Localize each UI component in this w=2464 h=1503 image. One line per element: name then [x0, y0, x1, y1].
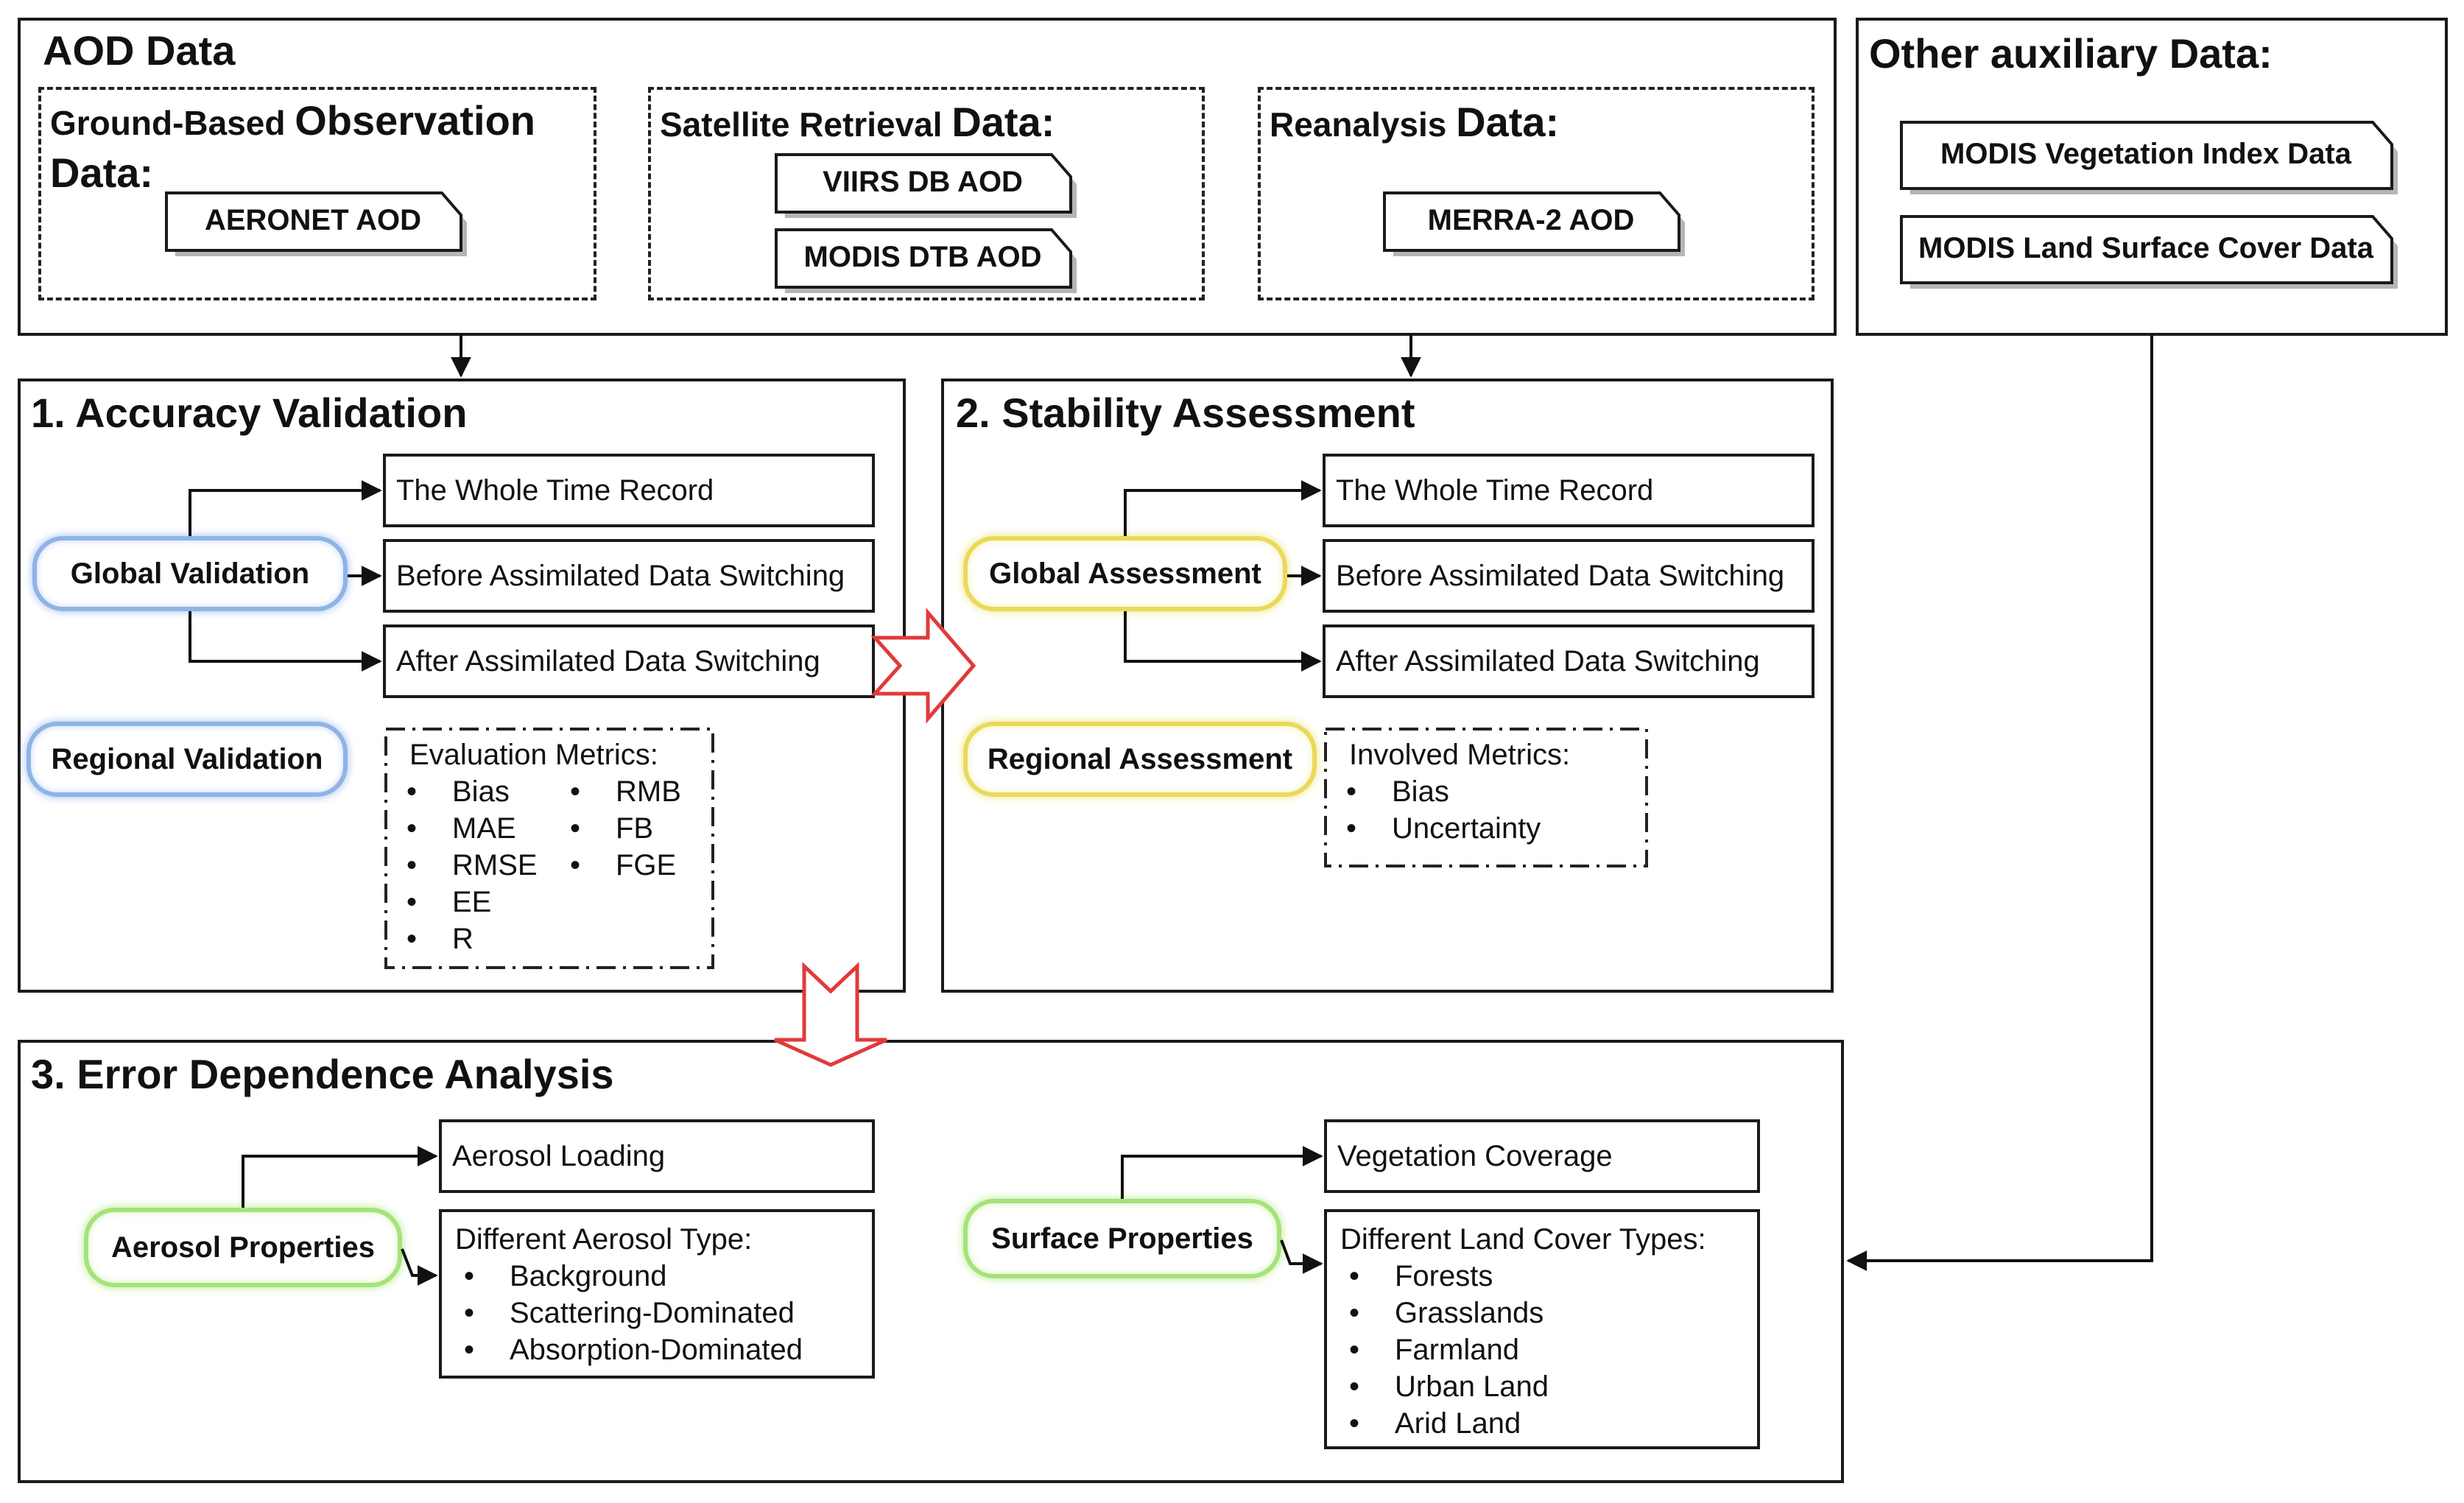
ground-based-title: Ground-Based Observation Data: — [50, 97, 536, 196]
viirs-db-aod-tag: VIIRS DB AOD — [775, 152, 1084, 219]
surface-properties-pill: Surface Properties — [963, 1199, 1281, 1278]
document-tag-icon — [775, 228, 1077, 293]
list-item: RMSE — [398, 847, 538, 884]
reanalysis-title: Reanalysis Data: — [1270, 99, 1560, 145]
aerosol-type-list: Background Scattering-Dominated Absorpti… — [455, 1258, 872, 1368]
aerosol-loading-box: Aerosol Loading — [439, 1119, 875, 1193]
list-item: Bias — [1337, 773, 1541, 810]
accuracy-before-switch-box: Before Assimilated Data Switching — [383, 539, 875, 613]
aeronet-aod-tag: AERONET AOD — [165, 190, 474, 258]
aerosol-properties-pill: Aerosol Properties — [84, 1208, 402, 1287]
involved-metrics-box: Involved Metrics: Bias Uncertainty — [1324, 728, 1648, 867]
accuracy-after-switch-box: After Assimilated Data Switching — [383, 624, 875, 698]
involved-metrics-title: Involved Metrics: — [1349, 739, 1571, 771]
stability-before-switch-box: Before Assimilated Data Switching — [1323, 539, 1814, 613]
regional-validation-pill: Regional Validation — [27, 722, 348, 797]
list-item: EE — [398, 884, 538, 921]
list-item: Arid Land — [1340, 1405, 1757, 1442]
list-item: Grasslands — [1340, 1295, 1757, 1331]
document-tag-icon — [165, 191, 467, 256]
document-tag-icon — [1900, 215, 2398, 289]
auxiliary-data-title: Other auxiliary Data: — [1869, 30, 2273, 77]
stability-whole-record-box: The Whole Time Record — [1323, 454, 1814, 527]
involved-metrics-list: Bias Uncertainty — [1337, 773, 1541, 847]
global-validation-pill: Global Validation — [32, 536, 348, 611]
surface-type-connector — [1280, 1239, 1323, 1274]
red-down-arrow-icon — [773, 962, 888, 1067]
list-item: R — [398, 921, 538, 957]
evaluation-metrics-border — [384, 728, 714, 969]
stability-tree-connector — [1124, 480, 1322, 536]
surface-tree-connector — [1121, 1146, 1323, 1199]
document-tag-icon — [1383, 191, 1685, 256]
stability-lower-connector — [1124, 611, 1322, 672]
merra2-aod-tag: MERRA-2 AOD — [1383, 190, 1692, 258]
vegetation-coverage-box: Vegetation Coverage — [1324, 1119, 1760, 1193]
list-item: Urban Land — [1340, 1368, 1757, 1405]
land-cover-list: Forests Grasslands Farmland Urban Land A… — [1340, 1258, 1757, 1442]
satellite-panel — [648, 87, 1205, 300]
land-cover-box: Different Land Cover Types: Forests Gras… — [1324, 1209, 1760, 1449]
list-item: Absorption-Dominated — [455, 1331, 872, 1368]
modis-vegetation-tag: MODIS Vegetation Index Data — [1900, 119, 2404, 196]
error-dependence-title: 3. Error Dependence Analysis — [31, 1051, 614, 1097]
accuracy-validation-title: 1. Accuracy Validation — [31, 390, 468, 436]
stability-assessment-title: 2. Stability Assessment — [956, 390, 1415, 436]
evaluation-metrics-title: Evaluation Metrics: — [409, 739, 658, 771]
stability-after-switch-box: After Assimilated Data Switching — [1323, 624, 1814, 698]
aerosol-type-connector — [401, 1248, 438, 1286]
red-right-arrow-icon — [870, 608, 976, 724]
evaluation-metrics-left-list: Bias MAE RMSE EE R — [398, 773, 538, 957]
aod-data-title: AOD Data — [43, 27, 236, 74]
accuracy-tree-connector — [189, 480, 382, 536]
modis-land-cover-tag: MODIS Land Surface Cover Data — [1900, 214, 2404, 290]
list-item: FGE — [561, 847, 681, 884]
involved-metrics-border — [1324, 728, 1648, 867]
land-cover-title: Different Land Cover Types: — [1340, 1223, 1706, 1256]
reanalysis-panel — [1258, 87, 1814, 300]
global-assessment-pill: Global Assessment — [963, 536, 1287, 611]
list-item: Farmland — [1340, 1331, 1757, 1368]
list-item: Scattering-Dominated — [455, 1295, 872, 1331]
document-tag-icon — [1900, 121, 2398, 194]
modis-dtb-aod-tag: MODIS DTB AOD — [775, 227, 1084, 295]
satellite-title: Satellite Retrieval Data: — [660, 99, 1055, 145]
list-item: Background — [455, 1258, 872, 1295]
regional-assessment-pill: Regional Assessment — [963, 722, 1317, 797]
aerosol-tree-connector — [242, 1146, 438, 1208]
list-item: MAE — [398, 810, 538, 847]
list-item: RMB — [561, 773, 681, 810]
accuracy-whole-record-box: The Whole Time Record — [383, 454, 875, 527]
list-item: Bias — [398, 773, 538, 810]
evaluation-metrics-right-list: RMB FB FGE — [561, 773, 681, 884]
list-item: Uncertainty — [1337, 810, 1541, 847]
aerosol-type-box: Different Aerosol Type: Background Scatt… — [439, 1209, 875, 1379]
list-item: FB — [561, 810, 681, 847]
aerosol-type-title: Different Aerosol Type: — [455, 1223, 753, 1256]
document-tag-icon — [775, 153, 1077, 218]
evaluation-metrics-box: Evaluation Metrics: Bias MAE RMSE EE R R… — [384, 728, 714, 969]
auxiliary-to-land-cover-arrow — [1846, 336, 2153, 1271]
accuracy-lower-connector — [189, 611, 382, 672]
ground-based-panel — [38, 87, 596, 300]
list-item: Forests — [1340, 1258, 1757, 1295]
